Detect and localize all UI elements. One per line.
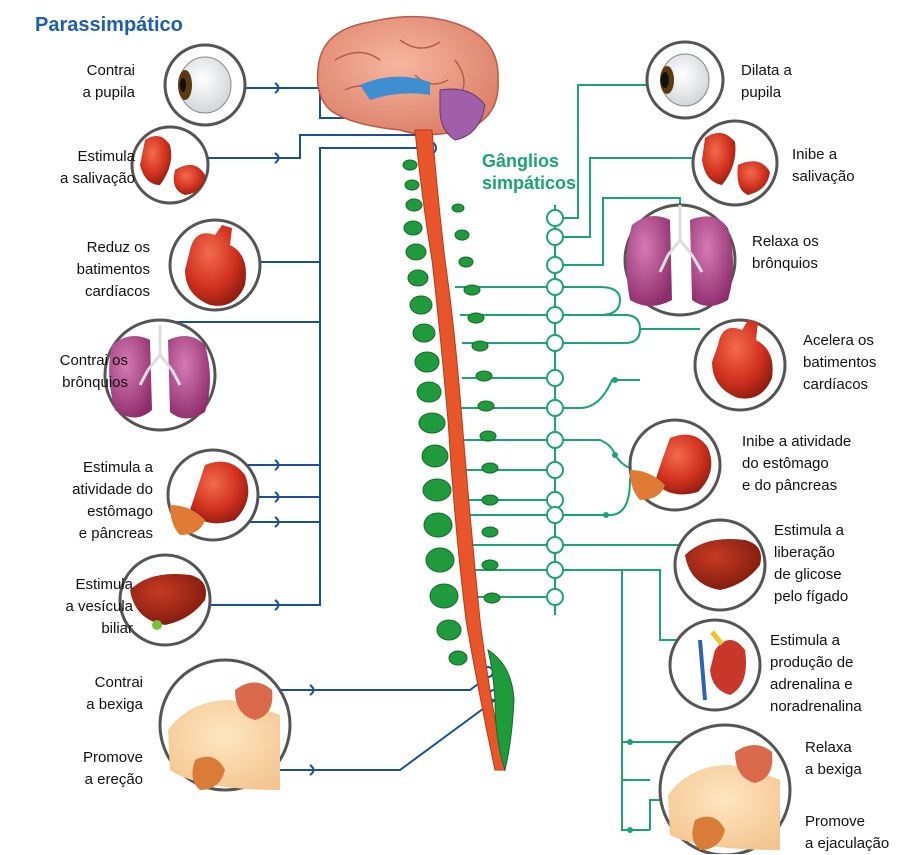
ganglion-chain (547, 210, 563, 605)
brain (318, 17, 499, 140)
label-stimulate-salivation: Estimula a salivação (60, 146, 135, 190)
label-promote-erection: Promove a ereção (83, 747, 143, 791)
label-stimulate-gallbladder: Estimula a vesícula biliar (65, 574, 133, 640)
label-contract-bladder: Contrai a bexiga (86, 672, 143, 716)
label-promote-ejaculation: Promove a ejaculação (805, 811, 889, 855)
parasympathetic-title: Parassimpático (35, 14, 183, 37)
label-accelerate-heartbeat: Acelera os batimentos cardíacos (803, 330, 876, 396)
label-relax-bladder: Relaxa a bexiga (805, 737, 862, 781)
label-contract-pupil: Contrai a pupila (82, 60, 135, 104)
label-reduce-heartbeat: Reduz os batimentos cardíacos (77, 237, 150, 303)
label-inhibit-salivation: Inibe a salivação (792, 144, 855, 188)
sympathetic-ganglia-title: Gânglios simpáticos (482, 150, 576, 194)
label-contract-bronchi: Contrai os brônquios (60, 350, 128, 394)
label-stimulate-glucose-release: Estimula a liberação de glicose pelo fíg… (774, 520, 848, 608)
label-dilate-pupil: Dilata a pupila (741, 60, 792, 104)
label-inhibit-stomach-pancreas: Inibe a atividade do estômago e do pâncr… (742, 431, 851, 497)
label-stimulate-adrenaline: Estimula a produção de adrenalina e nora… (770, 630, 862, 718)
label-stimulate-stomach-pancreas: Estimula a atividade do estômago e pâncr… (72, 457, 153, 545)
label-relax-bronchi: Relaxa os brônquios (752, 231, 819, 275)
